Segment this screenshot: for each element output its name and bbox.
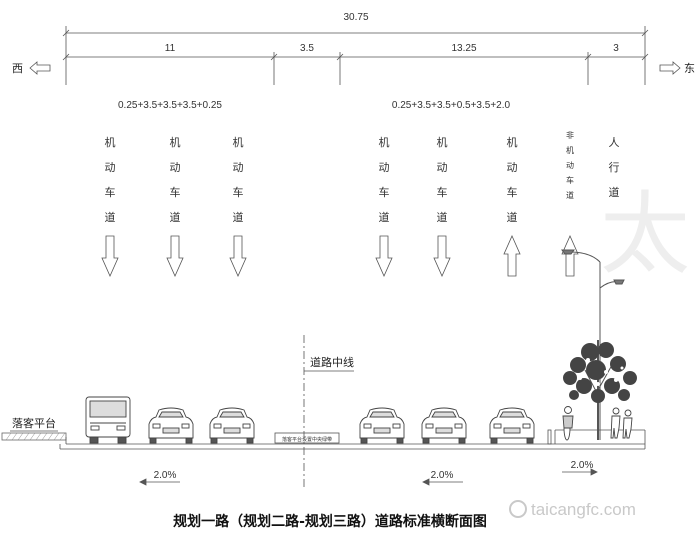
lane-label-char: 车: [105, 185, 116, 199]
car-icon: [209, 407, 255, 444]
lane-label-char: 车: [566, 175, 574, 185]
east-arrow-icon: [659, 61, 681, 75]
dimension-segment-1: 11: [165, 43, 176, 54]
slope-label-east: 2.0%: [431, 470, 454, 481]
lane-label-char: 机: [507, 135, 518, 149]
lane-label-char: 道: [566, 190, 574, 200]
arrow-up-icon: [561, 235, 579, 277]
diagram-title: 规划一路（规划二路-规划三路）道路标准横断面图: [173, 513, 487, 530]
arrow-down-icon: [166, 235, 184, 277]
lane-label-char: 动: [566, 160, 574, 170]
lane-label-char: 机: [105, 135, 116, 149]
lane-label-char: 车: [507, 185, 518, 199]
left-platform-hatch: [5, 432, 66, 441]
lane-label-char: 机: [437, 135, 448, 149]
car-icon: [421, 407, 467, 444]
tree-icon: [563, 340, 637, 440]
pedestrians-icon: [610, 407, 633, 439]
car-icon: [359, 407, 405, 444]
bus-icon: [85, 396, 131, 444]
lane-label-char: 道: [609, 185, 620, 199]
dimension-lines: [62, 26, 649, 85]
lane-label-char: 道: [233, 210, 244, 224]
west-arrow-icon: [29, 61, 51, 75]
watermark-logo-char: 太: [600, 182, 690, 287]
lane-label-char: 动: [170, 161, 181, 174]
cyclist-icon: [562, 406, 574, 441]
lane-label-char: 车: [379, 185, 390, 199]
lane-label-char: 机: [379, 135, 390, 149]
lane-label-char: 人: [609, 136, 620, 149]
lane-label-char: 动: [233, 161, 244, 174]
lane-label-char: 行: [609, 161, 620, 174]
dimension-total: 30.75: [343, 12, 368, 23]
lane-label-char: 道: [379, 210, 390, 224]
lane-label-char: 道: [105, 210, 116, 224]
cars: [148, 407, 535, 444]
arrow-down-icon: [101, 235, 119, 277]
arrow-up-icon: [503, 235, 521, 277]
slope-label-sidewalk: 2.0%: [571, 460, 594, 471]
direction-west-label: 西: [12, 62, 23, 75]
lane-label-char: 动: [437, 161, 448, 174]
arrow-down-icon: [229, 235, 247, 277]
dimension-segment-2: 3.5: [300, 43, 314, 54]
lane-label-char: 机: [233, 135, 244, 149]
centerline-label: 道路中线: [310, 355, 354, 369]
car-icon: [489, 407, 535, 444]
left-platform-label: 落客平台: [12, 416, 56, 430]
lane-8: 人行道: [609, 136, 620, 199]
watermark: taicangfc.com: [509, 500, 636, 519]
lane-label-char: 车: [170, 185, 181, 199]
median-label: 落客平台设置中央绿带: [282, 436, 332, 443]
slope-label-west: 2.0%: [154, 470, 177, 481]
lane-label-char: 车: [233, 185, 244, 199]
arrow-down-icon: [433, 235, 451, 277]
lane-label-char: 动: [507, 161, 518, 174]
lane-label-char: 非: [566, 130, 574, 140]
median-strip: [274, 432, 340, 444]
dimension-segment-3: 13.25: [451, 43, 476, 54]
car-icon: [148, 407, 194, 444]
slope-markers: [139, 468, 598, 486]
left-platform: [1, 432, 67, 441]
lane-label-char: 道: [437, 210, 448, 224]
lane-label-char: 道: [507, 210, 518, 224]
lane-label-char: 机: [170, 135, 181, 149]
watermark-url: taicangfc.com: [531, 500, 636, 519]
lane-label-char: 道: [170, 210, 181, 224]
lane-breakdown-west: 0.25+3.5+3.5+3.5+0.25: [118, 100, 222, 111]
lane-breakdown-east: 0.25+3.5+3.5+0.5+3.5+2.0: [392, 100, 511, 111]
arrow-down-icon: [375, 235, 393, 277]
lane-label-char: 动: [379, 161, 390, 174]
lane-label-char: 机: [566, 145, 574, 155]
road-surface: [59, 429, 646, 450]
dimension-segment-4: 3: [613, 43, 619, 54]
lane-label-char: 车: [437, 185, 448, 199]
direction-east-label: 东: [684, 62, 695, 75]
lane-label-char: 动: [105, 161, 116, 174]
